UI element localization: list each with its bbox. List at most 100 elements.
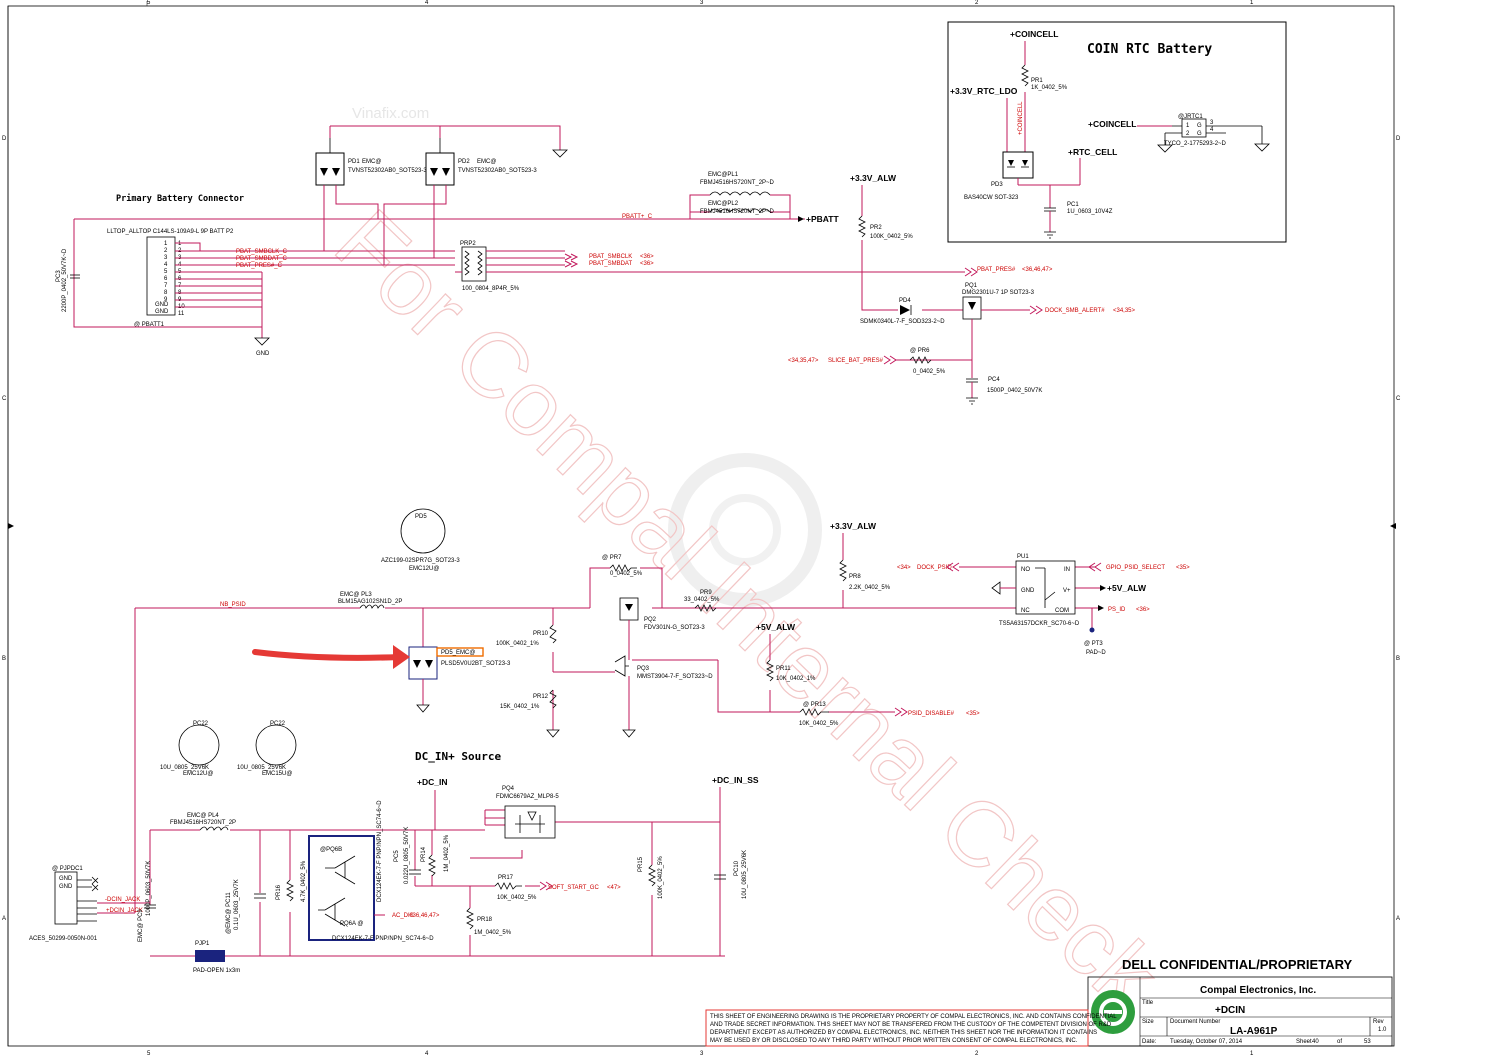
pu1-pin-vplus: V+ [1063, 588, 1071, 594]
pjpdc-gnd1: GND [59, 876, 73, 882]
grid-top-2: 2 [975, 0, 979, 6]
pc9-value: 1000P_0603_50V7K [146, 861, 152, 916]
dock-psid-net: DOCK_PSID [917, 565, 952, 571]
pc5-ref: PC5 [394, 850, 400, 862]
pt3-ref: @ PT3 [1084, 641, 1103, 647]
dcin-ss-label: +DC_IN_SS [712, 775, 759, 785]
pr13-ref: @ PR13 [803, 702, 826, 708]
pbat-smbclk-ref: <36> [640, 254, 654, 260]
rtc-cell-label: +RTC_CELL [1068, 147, 1117, 157]
pq4-value: FDMC6679AZ_MLP8-5 [496, 794, 559, 800]
of-label: of [1337, 1039, 1342, 1045]
coin-rtc-block: COIN RTC Battery +COINCELL PR1 1K_0402_5… [947, 21, 1287, 243]
pc22a-value: 10U_0805_25V6K [160, 765, 209, 771]
pr2-value: 100K_0402_5% [870, 234, 913, 240]
rtc-ldo-label: +3.3V_RTC_LDO [950, 86, 1018, 96]
nb-psid-net: NB_PSID [220, 602, 246, 608]
date-label: Date: [1142, 1039, 1157, 1045]
docnum-label: Document Number [1170, 1019, 1220, 1025]
pr6-value: 0_0402_5% [913, 369, 946, 375]
battery-pin-inner-5: 5 [164, 269, 168, 275]
prp2-ref: PRP2 [460, 241, 476, 247]
pbatt-label: +PBATT [806, 214, 839, 224]
pd5-top-ref: PD5 [415, 514, 427, 520]
notice-line-1: THIS SHEET OF ENGINEERING DRAWING IS THE… [710, 1014, 1117, 1020]
slice-bat-pres-net: SLICE_BAT_PRES# [828, 358, 884, 364]
rtc-coincell-top: +COINCELL [1010, 29, 1058, 39]
pl4-emc: EMC@ PL4 [187, 813, 219, 819]
pc9-ref: EMC@ PC9 [138, 909, 144, 942]
dcin-jack-pos: +DCIN_JACK [106, 908, 143, 914]
pq1-ref: PQ1 [965, 283, 978, 289]
pbat-pres-net: PBAT_PRES# [977, 267, 1016, 273]
grid-bottom-3: 3 [700, 1051, 704, 1057]
v5alw-pu1: +5V_ALW [1107, 583, 1147, 593]
ac-dis-ref: <36,46,47> [409, 913, 440, 919]
pr18-ref: PR18 [477, 917, 493, 923]
grid-side-d-right: D [1396, 136, 1401, 142]
pu1-pin-no: NO [1021, 567, 1030, 573]
pr8-ref: PR8 [849, 574, 861, 580]
pjp1-value: PAD-OPEN 1x3m [193, 968, 240, 974]
pt3-value: PAD~D [1086, 650, 1106, 656]
grid-bottom-2: 2 [975, 1051, 979, 1057]
jrtc-g2: G [1197, 131, 1202, 137]
pc4-ref: PC4 [988, 377, 1000, 383]
pc1-value: 1U_0603_10V4Z [1067, 209, 1113, 215]
pc10-value: 10U_0805_25V6K [742, 850, 748, 899]
pd1-ref: PD1 [348, 159, 360, 165]
pjpdc-value: ACES_50299-0050N-001 [29, 936, 98, 942]
pc11-value: 0.1U_0603_25V7K [234, 879, 240, 930]
grid-side-b: B [2, 656, 6, 662]
pd2-ref: PD2 [458, 159, 470, 165]
pr12-ref: PR12 [533, 694, 549, 700]
grid-side-b-right: B [1396, 656, 1400, 662]
pr17-ref: PR17 [498, 875, 514, 881]
pr12-value: 15K_0402_1% [500, 704, 540, 710]
pbat-smbclk-c-net: PBAT_SMBCLK_C [236, 249, 288, 255]
pr1-value: 1K_0402_5% [1031, 85, 1068, 91]
pr9-ref: PR9 [700, 590, 712, 596]
pd5-top-emc: EMC12U@ [409, 566, 439, 572]
pr10-value: 100K_0402_1% [496, 641, 539, 647]
pc22a-emc: EMC12U@ [183, 771, 213, 777]
sheet-title: +DCIN [1215, 1005, 1245, 1016]
notice-line-4: MAY BE USED BY OR DISCLOSED TO ANY THIRD… [710, 1038, 1078, 1044]
battery-pin-inner-4: 4 [164, 262, 168, 268]
pd5-top-value: AZC199-02SPR7G_SOT23-3 [381, 558, 460, 564]
pr7-ref: @ PR7 [602, 555, 622, 561]
dock-psid-ref: <34> [897, 565, 911, 571]
battery-title: Primary Battery Connector [116, 193, 244, 204]
grid-bottom-4: 4 [425, 1051, 429, 1057]
pu1-pin-nc: NC [1021, 608, 1030, 614]
pr14-value: 1M_0402_5% [444, 834, 450, 872]
jrtc-value: TYCO_2-1775293-2~D [1164, 141, 1227, 147]
grid-side-c: C [2, 396, 7, 402]
pu1-pin-com: COM [1055, 608, 1069, 614]
pr6-ref: @ PR6 [910, 348, 930, 354]
pr18-value: 1M_0402_5% [474, 930, 512, 936]
grid-top-5: 5 [147, 0, 151, 6]
battery-pin-inner-9: 9 [164, 297, 168, 303]
gpio-psid-select-ref: <35> [1176, 565, 1190, 571]
psid-block: PD5 AZC199-02SPR7G_SOT23-3 EMC12U@ EMC@ … [134, 508, 1190, 893]
pbat-smbdat-c-net: PBAT_SMBDAT_C [236, 256, 287, 262]
pl1-value: FBMJ4516HS720NT_2P~D [700, 180, 775, 186]
dcin-title: DC_IN+ Source [415, 750, 501, 763]
pc22a-ref: PC22 [193, 721, 209, 727]
battery-connector-part: LLTOP_ALLTOP C144LS-109A9-L 9P BATT P2 [107, 229, 234, 235]
soft-start-net: SOFT_START_GC [548, 885, 599, 891]
v5alw-psid: +5V_ALW [756, 622, 796, 632]
dcin-jack-neg: -DCIN_JACK [105, 897, 140, 903]
pq6a-value: DCX124EK-7-F PNP/NPN_SC74-6~D [332, 936, 434, 942]
pbat-smbdat-net: PBAT_SMBDAT [589, 261, 632, 267]
battery-pin-inner-1: 1 [164, 241, 168, 247]
jrtc-pin2: 2 [1186, 131, 1190, 137]
pc3-value: 2200P_0402_50V7K~D [62, 248, 68, 312]
pc4-value: 1500P_0402_50V7K [987, 388, 1042, 394]
grid-bottom-1: 1 [1250, 1051, 1254, 1057]
pr7-value: 0_0402_5% [610, 571, 643, 577]
pd5-value: PLSD5V0U2BT_SOT23-3 [441, 661, 511, 667]
sheet-label: Sheet [1296, 1039, 1312, 1045]
pd1-value: TVNST52302AB0_SOT523-3 [348, 168, 427, 174]
